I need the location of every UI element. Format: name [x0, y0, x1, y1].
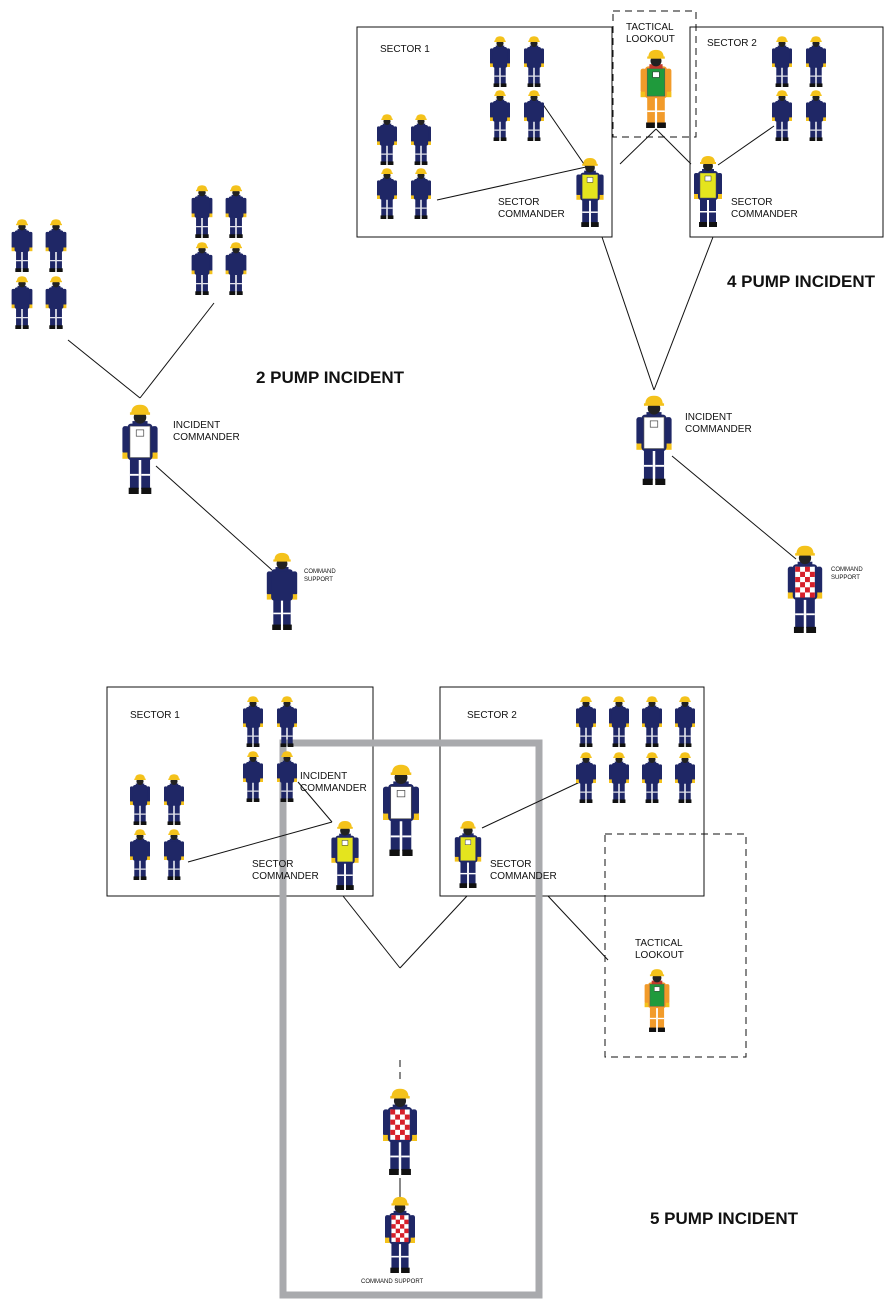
- firefighter-10: [609, 696, 629, 747]
- firefighter-16: [675, 752, 695, 803]
- sector-commander-14: [694, 156, 722, 227]
- four-pump-title: 4 PUMP INCIDENT: [727, 272, 876, 291]
- five-pump-sector-2-box: [439, 686, 705, 897]
- firefighter-7: [411, 168, 431, 219]
- firefighter-2: [243, 751, 263, 802]
- four-pump-sector-2-label: SECTOR 2: [707, 38, 757, 49]
- five-pump-title: 5 PUMP INCIDENT: [650, 1209, 799, 1228]
- firefighter-group-2pump: [11, 185, 298, 630]
- four-pump-sector-2-box: [689, 26, 884, 238]
- firefighter-9: [576, 696, 596, 747]
- firefighter-3: [277, 751, 297, 802]
- firefighter-group-5pump: [130, 696, 695, 1273]
- command-support-9: [266, 552, 298, 630]
- five-pump-sector-1-label: SECTOR 1: [130, 710, 180, 721]
- firefighter-12: [772, 90, 792, 141]
- firefighter-1: [524, 36, 544, 87]
- five-pump-command-support-unit-frame: [279, 739, 543, 1299]
- firefighter-5: [411, 114, 431, 165]
- firefighter-0: [11, 219, 33, 272]
- incident-commander-15: [636, 395, 672, 485]
- firefighter-2: [11, 276, 33, 329]
- four-pump-tactical-lookout-box: [612, 10, 697, 138]
- firefighter-2: [490, 90, 510, 141]
- sector-commander-8: [576, 158, 604, 227]
- sector-commander-17: [454, 821, 482, 888]
- firefighter-3: [45, 276, 67, 329]
- firefighter-4: [130, 774, 150, 825]
- firefighter-6: [377, 168, 397, 219]
- firefighter-0: [490, 36, 510, 87]
- firefighter-1: [45, 219, 67, 272]
- firefighter-12: [675, 696, 695, 747]
- firefighter-6: [130, 829, 150, 880]
- tactical-lookout-9: [640, 49, 672, 128]
- firefighter-0: [243, 696, 263, 747]
- firefighter-1: [277, 696, 297, 747]
- firefighter-11: [806, 36, 826, 87]
- sector-commander-8: [331, 821, 359, 890]
- command-support-16: [787, 545, 823, 633]
- five-pump-command-support-label: COMMAND SUPPORT: [361, 1279, 424, 1285]
- firefighter-group-4pump: [377, 36, 826, 633]
- four-pump-sector-1-label: SECTOR 1: [380, 44, 430, 55]
- firefighter-6: [191, 242, 213, 295]
- firefighter-10: [772, 36, 792, 87]
- firefighter-5: [225, 185, 247, 238]
- five-pump-sector-1-box: [106, 686, 374, 897]
- incident-commander-19: [383, 764, 419, 856]
- firefighter-14: [609, 752, 629, 803]
- five-pump-sector-2-label: SECTOR 2: [467, 710, 517, 721]
- firefighter-13: [576, 752, 596, 803]
- incident-commander-8: [122, 404, 158, 494]
- firefighter-4: [191, 185, 213, 238]
- firefighter-4: [377, 114, 397, 165]
- firefighter-3: [524, 90, 544, 141]
- firefighter-7: [164, 829, 184, 880]
- two-pump-title: 2 PUMP INCIDENT: [256, 368, 405, 387]
- firefighter-13: [806, 90, 826, 141]
- firefighter-5: [164, 774, 184, 825]
- four-pump-sector-1-box: [356, 26, 613, 238]
- command-support-20: [383, 1088, 417, 1175]
- firefighter-11: [642, 696, 662, 747]
- tactical-lookout-18: [644, 969, 670, 1032]
- five-pump-tactical-lookout-box: [604, 833, 747, 1058]
- firefighter-15: [642, 752, 662, 803]
- firefighter-7: [225, 242, 247, 295]
- command-support-21: [385, 1196, 415, 1273]
